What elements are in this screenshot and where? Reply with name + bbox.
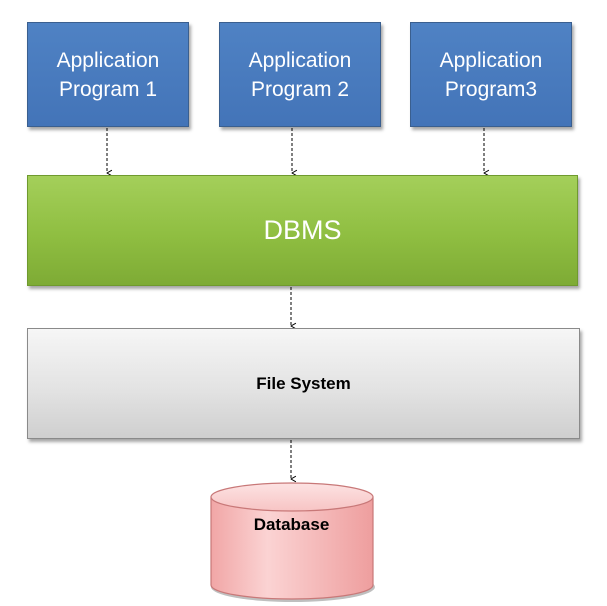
database-label: Database: [253, 515, 330, 534]
database-cylinder: [210, 482, 375, 602]
app-3-line-1: Application: [439, 48, 543, 72]
file-system-label: File System: [256, 373, 351, 393]
application-program-2-label: Application Program 2: [225, 46, 375, 104]
dbms-label: DBMS: [263, 215, 342, 245]
application-program-3-box: Application Program3: [410, 22, 572, 127]
app-3-line-2: Program3: [444, 77, 538, 101]
app-1-line-1: Application: [56, 48, 160, 72]
app-1-line-2: Program 1: [58, 77, 158, 101]
application-program-3-label: Application Program3: [416, 46, 566, 104]
app-2-line-2: Program 2: [250, 77, 350, 101]
application-program-2-box: Application Program 2: [219, 22, 381, 127]
application-program-1-label: Application Program 1: [33, 46, 183, 104]
file-system-box: File System: [27, 328, 580, 439]
application-program-1-box: Application Program 1: [27, 22, 189, 127]
dbms-box: DBMS: [27, 175, 578, 286]
app-2-line-1: Application: [248, 48, 352, 72]
